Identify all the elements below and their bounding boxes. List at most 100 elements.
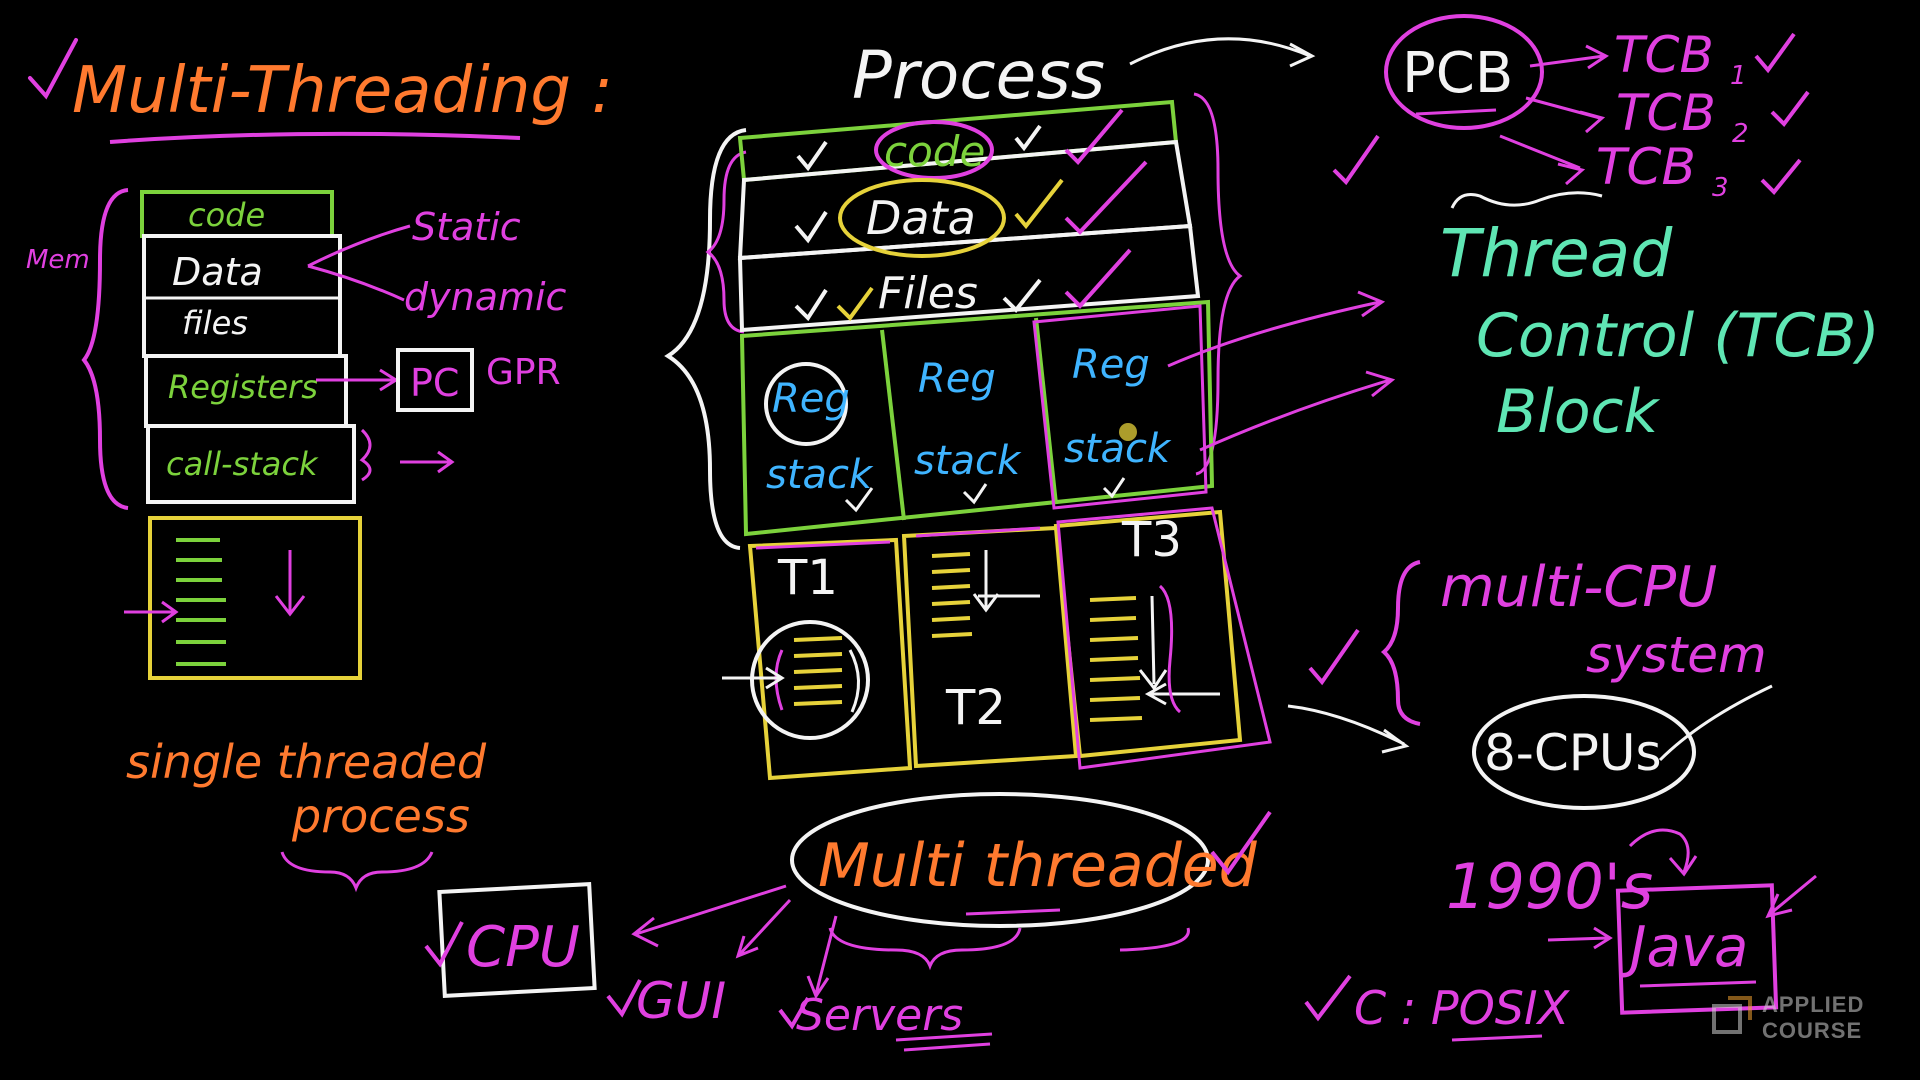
tcb2-label: TCB — [1616, 84, 1716, 142]
center-code-label: code — [884, 127, 985, 176]
cursor-pointer — [1119, 423, 1137, 441]
t2-down-arrow-icon — [972, 550, 1000, 613]
t2-stack-label: stack — [914, 438, 1022, 484]
pcb-circle — [1384, 14, 1544, 130]
tcb3-subscript: 3 — [1712, 173, 1729, 203]
t1-stack-box — [747, 537, 913, 781]
arrow-to-tcb1-icon — [1529, 44, 1609, 70]
reg-stack-check-icons — [844, 477, 1126, 513]
shared-brace — [705, 150, 747, 334]
t3-down-arrow-icon — [1138, 595, 1168, 691]
tcb1-subscript: 1 — [1730, 61, 1747, 91]
left-call-stack-label: call-stack — [166, 445, 319, 483]
check-icon — [778, 997, 810, 1030]
cpu-box — [437, 882, 597, 998]
arrow-to-java-icon — [1628, 828, 1698, 877]
year-label: 1990's — [1446, 850, 1653, 923]
check-icon — [28, 38, 78, 100]
bottom-uses: CPU GUI Servers — [424, 882, 993, 1052]
mem-bracket — [81, 188, 129, 510]
multithreaded-label: Multi threaded — [818, 831, 1258, 901]
arrow-to-tcb-icon — [1199, 370, 1396, 452]
t1-stack-label: stack — [766, 452, 874, 498]
yellow-check-icon — [836, 286, 874, 322]
t1-stack-lines — [793, 636, 843, 706]
multi-cpu-brace — [1380, 560, 1421, 726]
t1-label: T1 — [777, 550, 838, 606]
left-data-label: Data — [172, 250, 263, 294]
logo-mark-icon — [1712, 996, 1752, 1034]
t2-label: T2 — [945, 680, 1006, 736]
shared-pink-check-icons — [1064, 108, 1148, 309]
files-row — [737, 223, 1201, 333]
arrow-to-gui-icon — [735, 898, 792, 959]
call-stack-arrow-icon — [400, 450, 455, 474]
tcb-check-icons — [1754, 32, 1810, 195]
check-icon — [1308, 628, 1360, 686]
t1-stack-highlight — [750, 620, 870, 740]
check-icon — [1210, 810, 1272, 876]
pc-label: PC — [410, 361, 459, 405]
tcb1-label: TCB — [1614, 26, 1714, 84]
tcb2-subscript: 2 — [1732, 119, 1749, 149]
static-label: Static — [412, 205, 521, 249]
t3-label: T3 — [1121, 512, 1182, 568]
left-title: Multi-Threading : — [72, 54, 613, 128]
right-arrow-icon — [124, 600, 179, 624]
multi-cpu-line2: system — [1586, 626, 1767, 684]
gui-label: GUI — [636, 972, 726, 1030]
check-icon — [1304, 974, 1352, 1022]
cpus-ellipse — [1472, 694, 1696, 810]
left-files-label: files — [182, 304, 248, 342]
process-title: Process — [852, 37, 1105, 114]
left-caption-line1: single threaded — [126, 735, 487, 789]
arrow-to-cpu-icon — [631, 884, 787, 948]
t1-pointer-arrow-icon — [722, 666, 785, 690]
process-brace-left — [664, 128, 747, 550]
right-panel: PCB TCB 1 TCB 2 TCB 3 Thread Control (TC… — [1287, 14, 1880, 1042]
tcb-full-line1: Thread — [1440, 215, 1673, 292]
tcb-full-line2: Control (TCB) — [1476, 301, 1880, 371]
yellow-check-icon — [1014, 178, 1064, 230]
multithreaded-ellipse — [790, 792, 1210, 928]
multithreaded-brace — [828, 927, 1022, 971]
arrow-to-cpus-icon — [1287, 704, 1410, 754]
t1-reg-label: Reg — [772, 376, 850, 422]
heap-box — [148, 516, 362, 680]
t3-highlight — [1056, 506, 1272, 770]
logo-line1: APPLIED — [1762, 992, 1865, 1017]
check-icon — [606, 979, 642, 1018]
check-icon — [424, 921, 464, 968]
arrow-to-tcb3-icon — [1499, 134, 1586, 186]
title-underline — [109, 131, 521, 144]
down-arrow-icon — [274, 550, 306, 617]
t2-stack-lines — [931, 552, 973, 638]
t3-pointer-arrow-icon — [1144, 682, 1220, 706]
shared-check-icons — [794, 124, 1042, 322]
logo-line2: COURSE — [1762, 1018, 1863, 1043]
reg-highlight-circle — [764, 362, 848, 446]
applied-course-logo: APPLIED COURSE — [1712, 990, 1912, 1050]
arrow-to-tcb2-icon — [1525, 96, 1606, 134]
left-panel: Multi-Threading : Mem code Data files Re… — [26, 38, 613, 893]
left-code-label: code — [188, 196, 265, 234]
multi-cpu-line1: multi-CPU — [1440, 555, 1717, 620]
servers-label: Servers — [796, 990, 963, 1041]
arrow-to-tcb-icon — [1167, 290, 1386, 368]
center-files-label: Files — [878, 268, 978, 319]
java-label: Java — [1620, 915, 1748, 980]
posix-label: C : POSIX — [1354, 981, 1571, 1035]
dynamic-label: dynamic — [404, 275, 567, 319]
tcb3-label: TCB — [1596, 138, 1696, 196]
java-box — [1615, 883, 1779, 1015]
center-data-label: Data — [866, 191, 976, 245]
cpus-label: 8-CPUs — [1484, 724, 1662, 782]
pcb-label: PCB — [1402, 41, 1513, 106]
data-highlight — [838, 178, 1006, 258]
left-caption-line2: process — [291, 789, 470, 843]
pc-box — [396, 348, 474, 412]
arrow-to-pcb-icon — [1129, 37, 1316, 68]
call-stack-box — [146, 424, 356, 504]
caption-brace — [280, 851, 434, 893]
